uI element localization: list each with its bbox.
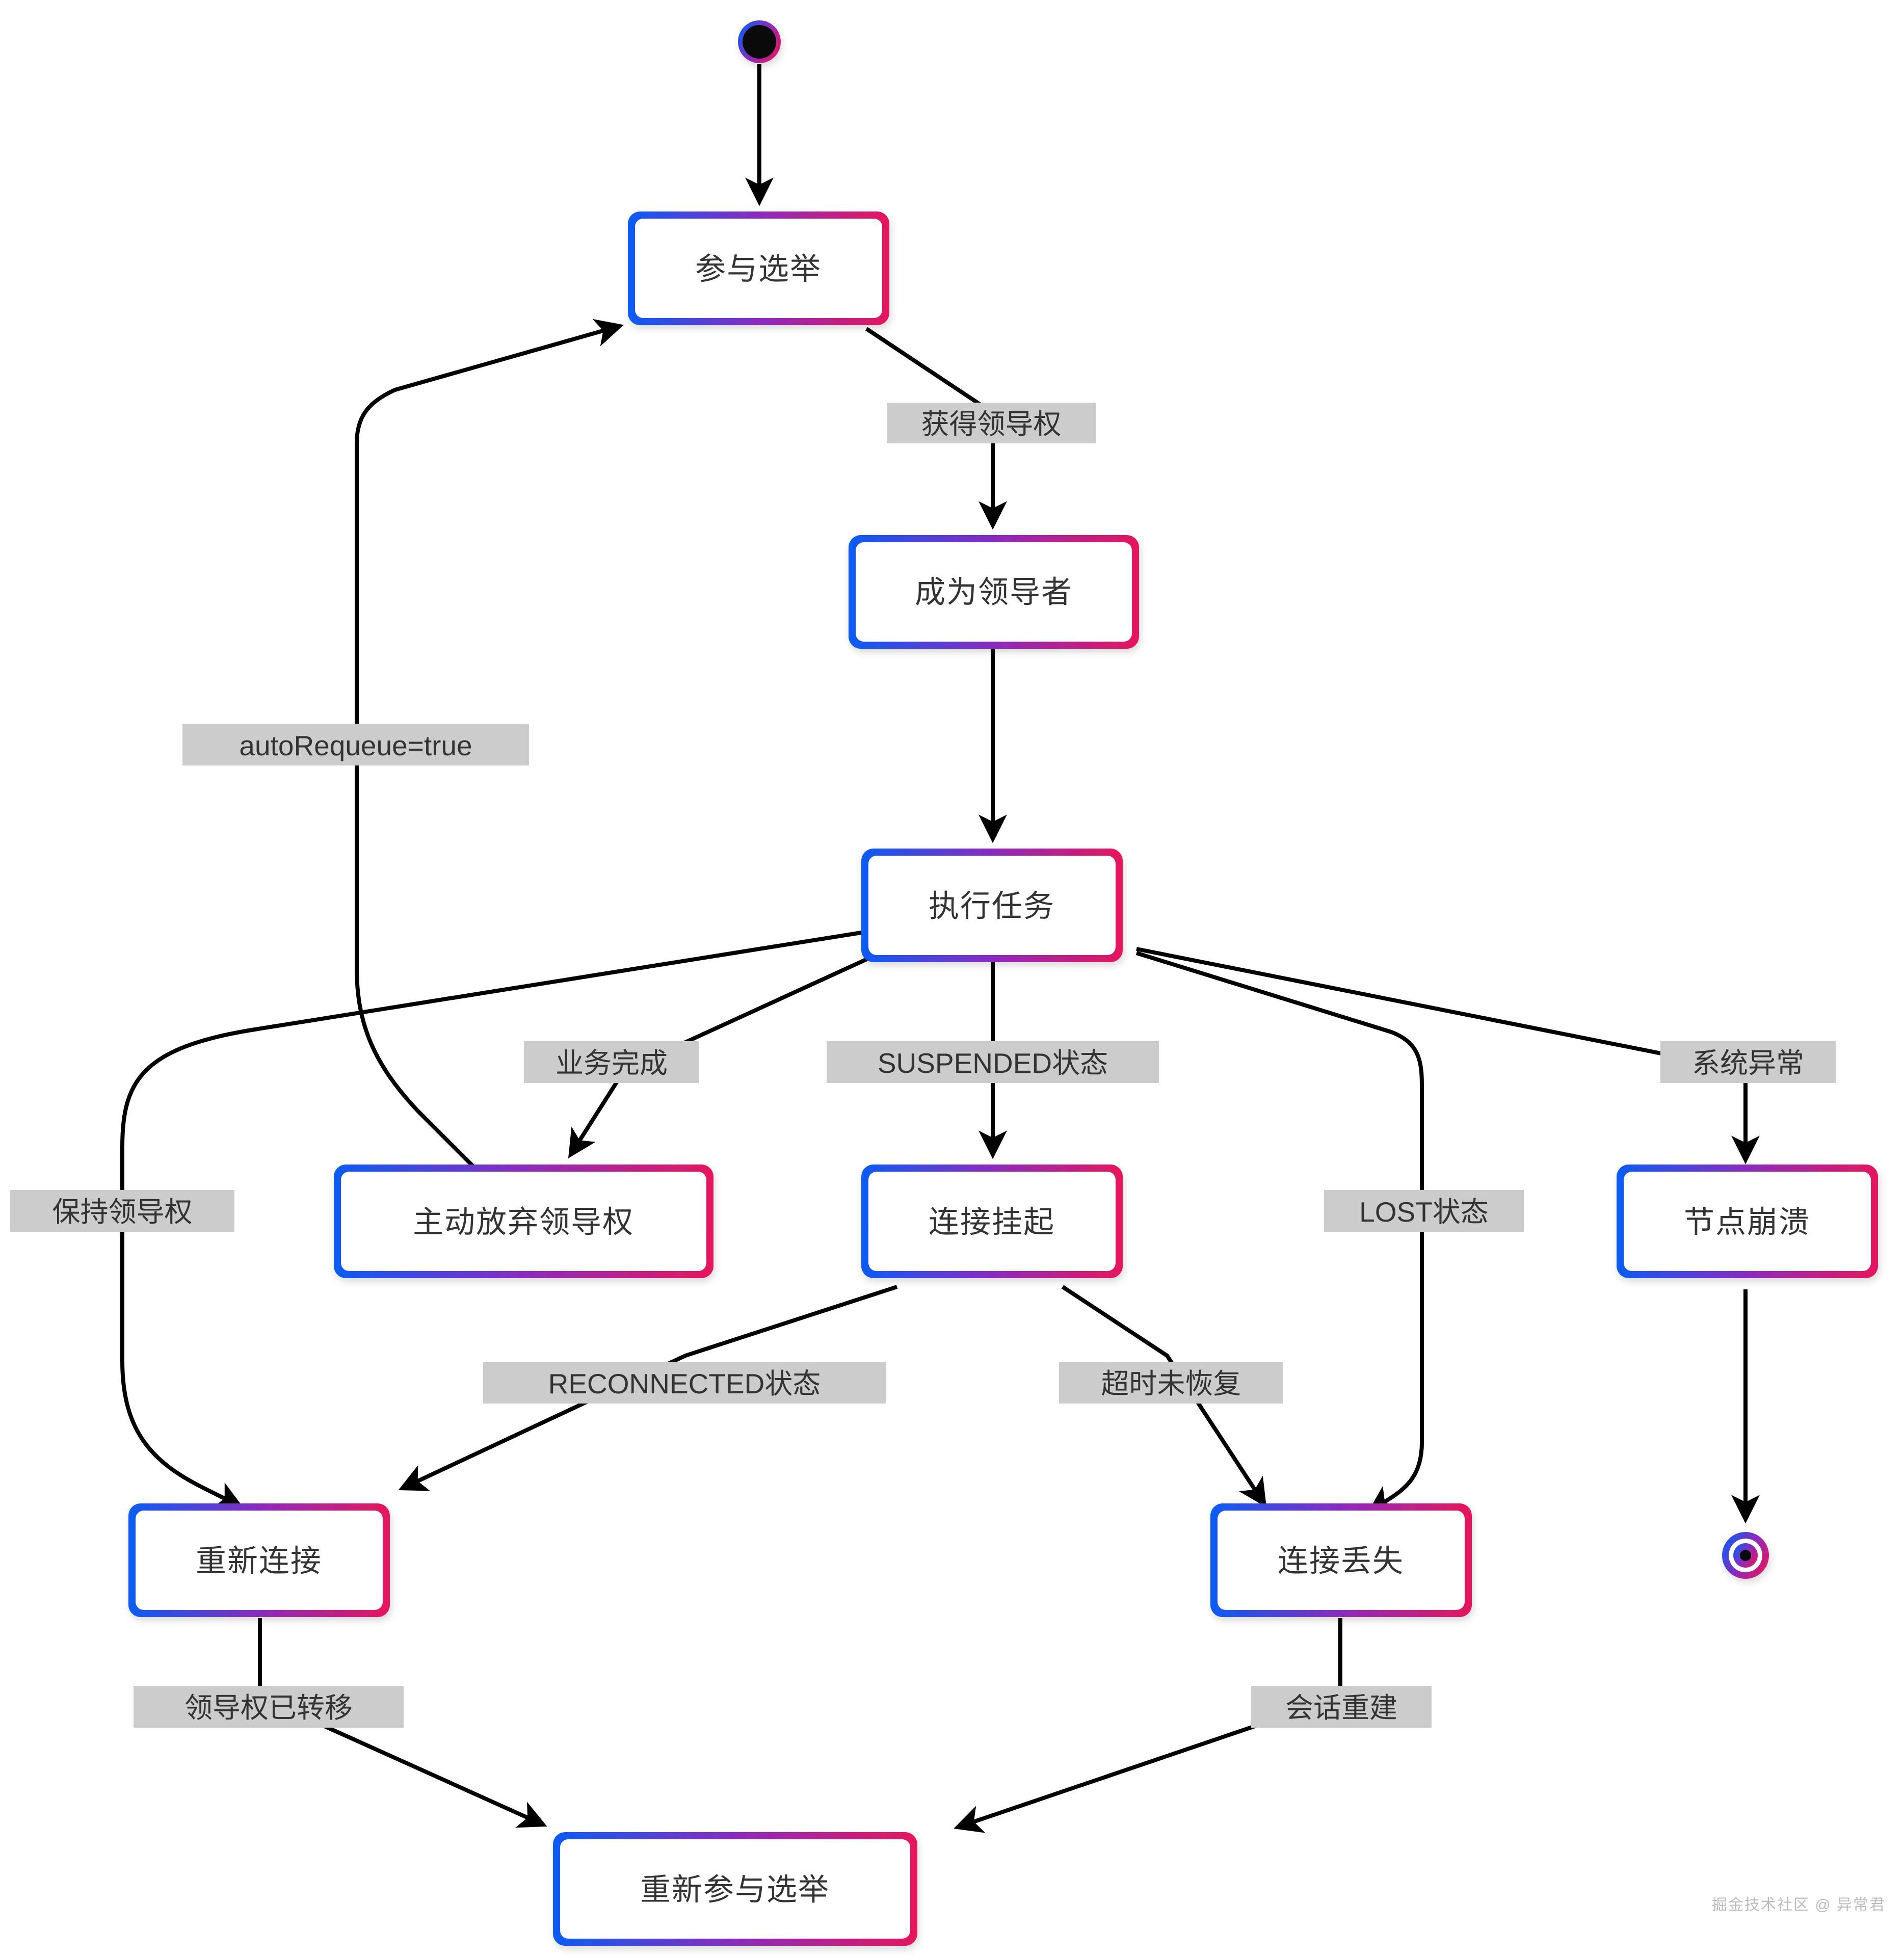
edge-label-text: 获得领导权 — [921, 408, 1061, 440]
edge-label-bg — [483, 1362, 886, 1404]
edge-label-text: 领导权已转移 — [184, 1692, 353, 1724]
state-node-fill — [560, 1839, 910, 1939]
edge-label-business-done: 业务完成 — [524, 1041, 699, 1083]
edge-label-text: autoRequeue=true — [239, 730, 472, 761]
state-node-label: 重新连接 — [196, 1544, 322, 1578]
edge-execute-task-keep-leadership — [120, 931, 862, 1509]
edge-label-text: 会话重建 — [1285, 1692, 1397, 1724]
nodes-layer: 参与选举 成为领导者 执行任务 主动放弃领导权 连接挂起 — [128, 20, 1878, 1946]
edge-conn-suspended-to-reconnect — [398, 1285, 898, 1491]
state-node-release-leadership[interactable]: 主动放弃领导权 — [334, 1165, 713, 1278]
end-node[interactable] — [1722, 1532, 1769, 1579]
edge-execute-task-to-conn-lost — [1135, 951, 1424, 1514]
edge-label-lost-state: LOST状态 — [1324, 1190, 1524, 1232]
edge-label-bg — [887, 403, 1096, 443]
edge-label-bg — [1660, 1041, 1836, 1083]
edge-label-timeout-not-recovered: 超时未恢复 — [1059, 1362, 1283, 1404]
edge-label-bg — [134, 1686, 404, 1728]
start-node-core — [743, 25, 776, 59]
edge-label-keep-leadership: 保持领导权 — [10, 1190, 234, 1232]
edge-label-bg — [1324, 1190, 1524, 1232]
edge-label-auto-requeue: autoRequeue=true — [182, 724, 529, 765]
state-node-node-crash[interactable]: 节点崩溃 — [1617, 1165, 1878, 1278]
edge-label-suspended-state: SUSPENDED状态 — [827, 1041, 1159, 1083]
edge-label-text: 超时未恢复 — [1101, 1368, 1241, 1399]
state-node-conn-suspended[interactable]: 连接挂起 — [861, 1165, 1123, 1278]
state-node-conn-lost[interactable]: 连接丢失 — [1210, 1503, 1472, 1617]
state-node-fill — [635, 219, 882, 318]
state-node-label: 参与选举 — [695, 252, 822, 286]
state-node-fill — [136, 1511, 383, 1610]
edge-label-reconnected-state: RECONNECTED状态 — [483, 1362, 886, 1404]
edge-label-gain-leadership: 获得领导权 — [887, 403, 1096, 443]
edge-label-text: SUSPENDED状态 — [878, 1047, 1108, 1079]
state-node-fill — [341, 1172, 706, 1271]
edge-conn-suspended-to-conn-lost — [1061, 1285, 1267, 1508]
state-node-rejoin-election[interactable]: 重新参与选举 — [553, 1832, 917, 1946]
state-node-join-election[interactable]: 参与选举 — [628, 211, 889, 325]
edge-labels-layer: 获得领导权 autoRequeue=true 保持领导权 业务完成 SUSPEN… — [10, 403, 1836, 1728]
state-node-label: 主动放弃领导权 — [413, 1205, 634, 1239]
edge-label-bg — [524, 1041, 699, 1083]
edge-label-text: RECONNECTED状态 — [548, 1368, 821, 1399]
state-node-fill — [1624, 1172, 1871, 1271]
state-node-fill — [868, 856, 1116, 955]
state-node-execute-task[interactable]: 执行任务 — [861, 849, 1123, 962]
state-node-label: 成为领导者 — [915, 575, 1073, 610]
end-node-core — [1740, 1550, 1751, 1561]
state-node-label: 重新参与选举 — [640, 1873, 830, 1907]
edge-label-text: 保持领导权 — [52, 1196, 192, 1228]
state-node-become-leader[interactable]: 成为领导者 — [849, 535, 1139, 649]
edge-label-text: 业务完成 — [556, 1047, 668, 1079]
edge-label-text: LOST状态 — [1359, 1196, 1489, 1228]
edge-label-bg — [827, 1041, 1159, 1083]
state-node-label: 执行任务 — [929, 889, 1055, 923]
state-node-fill — [856, 542, 1132, 642]
state-node-label: 节点崩溃 — [1684, 1205, 1810, 1239]
state-node-reconnect[interactable]: 重新连接 — [128, 1503, 390, 1617]
edge-label-bg — [182, 724, 529, 765]
edge-label-bg — [1251, 1686, 1432, 1728]
edge-label-session-rebuilt: 会话重建 — [1251, 1686, 1432, 1728]
state-node-fill — [1218, 1511, 1465, 1610]
edge-label-bg — [10, 1190, 234, 1232]
edge-label-bg — [1059, 1362, 1283, 1404]
edge-label-leadership-transferred: 领导权已转移 — [134, 1686, 404, 1728]
state-node-label: 连接挂起 — [929, 1205, 1055, 1239]
edge-release-leadership-to-join-election — [355, 319, 624, 1169]
watermark-text: 掘金技术社区 @ 异常君 — [1712, 1897, 1886, 1914]
state-node-label: 连接丢失 — [1278, 1544, 1404, 1578]
edge-label-system-exception: 系统异常 — [1660, 1041, 1836, 1083]
state-node-fill — [868, 1172, 1116, 1271]
start-node[interactable] — [738, 20, 781, 63]
edge-label-text: 系统异常 — [1692, 1047, 1804, 1079]
